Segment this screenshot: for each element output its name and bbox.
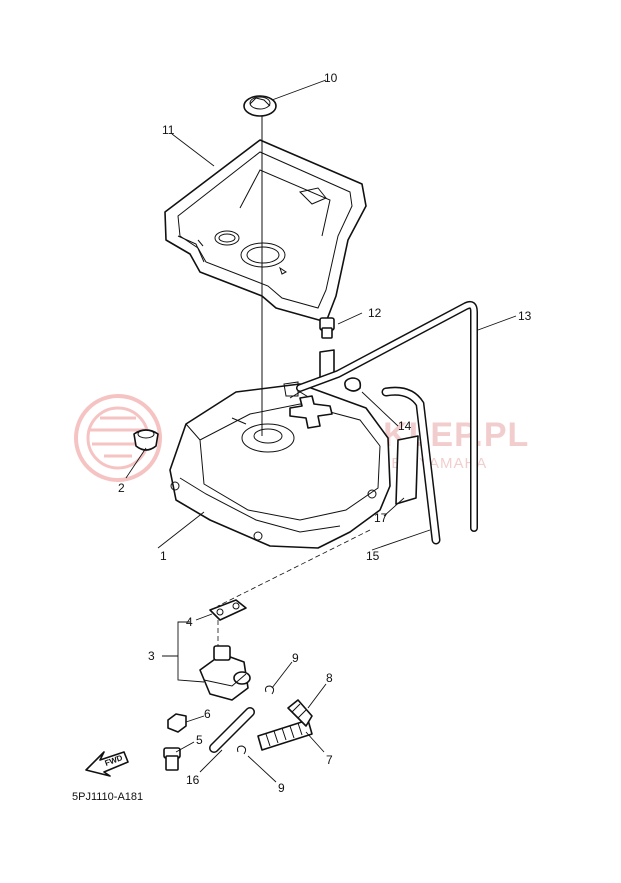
part-14-clip xyxy=(344,377,362,392)
part-15-drain-hose xyxy=(381,386,441,545)
part-4-gasket xyxy=(209,599,247,621)
callout-6: 6 xyxy=(204,707,211,721)
part-10-cap xyxy=(243,95,277,117)
callout-9-upper: 9 xyxy=(292,651,299,665)
part-6-nut xyxy=(167,713,187,733)
assembly-line xyxy=(217,529,371,660)
part-5-bolt xyxy=(163,747,181,771)
part-9-clip-lower xyxy=(237,745,247,755)
callout-17: 17 xyxy=(374,511,388,525)
part-8-hose xyxy=(287,699,313,727)
callout-2: 2 xyxy=(118,481,125,495)
callout-10: 10 xyxy=(324,71,338,85)
callout-1: 1 xyxy=(160,549,167,563)
fwd-arrow-icon: FWD xyxy=(85,751,129,777)
part-7-protector xyxy=(257,719,313,751)
part-11-tank-cover xyxy=(164,139,367,323)
callout-14: 14 xyxy=(398,419,412,433)
tank-damper xyxy=(289,395,333,429)
callout-15: 15 xyxy=(366,549,380,563)
diagram-code: 5PJ1110-A181 xyxy=(72,791,143,803)
callout-13: 13 xyxy=(518,309,532,323)
callout-8: 8 xyxy=(326,671,333,685)
part-13-vent-hose xyxy=(296,300,478,532)
callout-4: 4 xyxy=(186,615,193,629)
callout-7: 7 xyxy=(326,753,333,767)
part-12-fitting xyxy=(319,317,335,379)
part-1-fuel-tank xyxy=(169,381,391,549)
callout-3: 3 xyxy=(148,649,155,663)
callout-12: 12 xyxy=(368,306,382,320)
callout-labels: 1 2 3 4 5 6 7 8 9 9 10 11 12 13 14 15 16… xyxy=(118,71,532,795)
part-3-fuel-cock xyxy=(199,645,251,701)
callout-5: 5 xyxy=(196,733,203,747)
leader-lines xyxy=(125,79,517,783)
part-16-hose xyxy=(209,707,255,753)
callout-16: 16 xyxy=(186,773,200,787)
callout-11: 11 xyxy=(162,123,175,137)
callout-9-lower: 9 xyxy=(278,781,285,795)
part-9-clip-upper xyxy=(265,685,275,695)
part-2-grommet xyxy=(133,429,159,451)
part-17-pad xyxy=(395,435,419,505)
